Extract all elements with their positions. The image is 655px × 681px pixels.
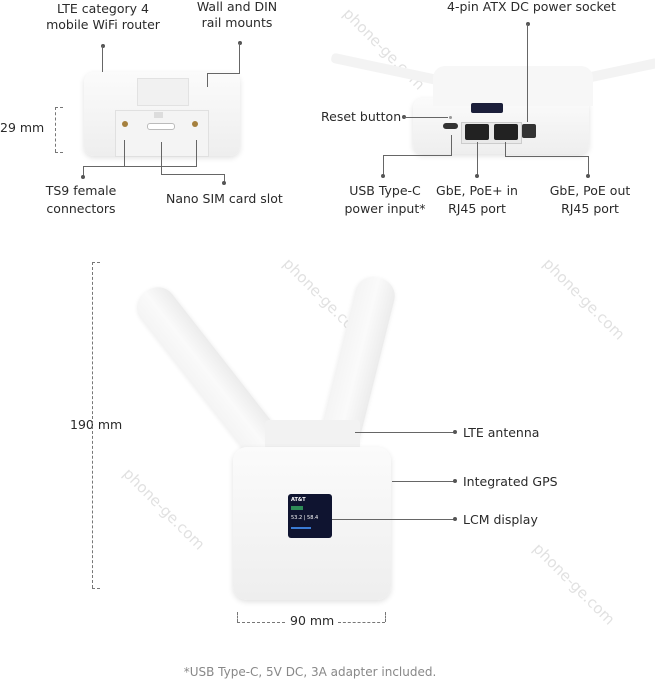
label-mounts-1: Wall and DIN: [196, 0, 278, 14]
label-usbc-2: power input*: [344, 201, 426, 216]
watermark: phone-ge.com: [119, 464, 209, 554]
lcm-display: AT&T 53.2 | 58.4: [288, 494, 332, 538]
label-atx-socket: 4-pin ATX DC power socket: [447, 0, 616, 14]
label-lte-antenna: LTE antenna: [463, 425, 540, 440]
atx-socket-icon: [522, 124, 536, 138]
watermark: phone-ge.com: [529, 539, 619, 629]
ts9-connector-icon: [122, 121, 128, 127]
label-sim-slot: Nano SIM card slot: [166, 191, 283, 206]
label-poe-out-2: RJ45 port: [561, 201, 619, 216]
screen-speed-down: 53.2: [291, 515, 303, 521]
screen-carrier: AT&T: [291, 497, 306, 503]
label-ts9-2: connectors: [46, 201, 116, 216]
screen-speed-up: 58.4: [307, 515, 319, 521]
sim-slot-icon: [147, 123, 175, 130]
label-width-90mm: 90 mm: [290, 613, 335, 628]
ts9-connector-icon: [192, 121, 198, 127]
usb-c-port-icon: [443, 123, 458, 129]
label-height-29mm: 29 mm: [0, 120, 45, 135]
label-lcm-display: LCM display: [463, 512, 538, 527]
label-lte-router-2: mobile WiFi router: [46, 17, 160, 32]
reset-button-icon: [449, 116, 452, 119]
rj45-port-out-icon: [494, 124, 518, 140]
label-ts9-1: TS9 female: [45, 183, 117, 198]
label-mounts-2: rail mounts: [201, 15, 273, 30]
rj45-port-in-icon: [465, 124, 489, 140]
footnote: *USB Type-C, 5V DC, 3A adapter included.: [183, 665, 437, 679]
lcm-screen-icon: [471, 103, 503, 113]
label-poe-in-1: GbE, PoE+ in: [436, 183, 518, 198]
watermark: phone-ge.com: [539, 254, 629, 344]
label-reset-button: Reset button: [321, 109, 402, 124]
label-poe-in-2: RJ45 port: [448, 201, 506, 216]
label-usbc-1: USB Type-C: [349, 183, 421, 198]
label-poe-out-1: GbE, PoE out: [549, 183, 631, 198]
sim-tray-icon: [154, 112, 163, 118]
label-height-190mm: 190 mm: [70, 417, 123, 432]
label-lte-router-1: LTE category 4: [57, 1, 149, 16]
label-integrated-gps: Integrated GPS: [463, 474, 558, 489]
